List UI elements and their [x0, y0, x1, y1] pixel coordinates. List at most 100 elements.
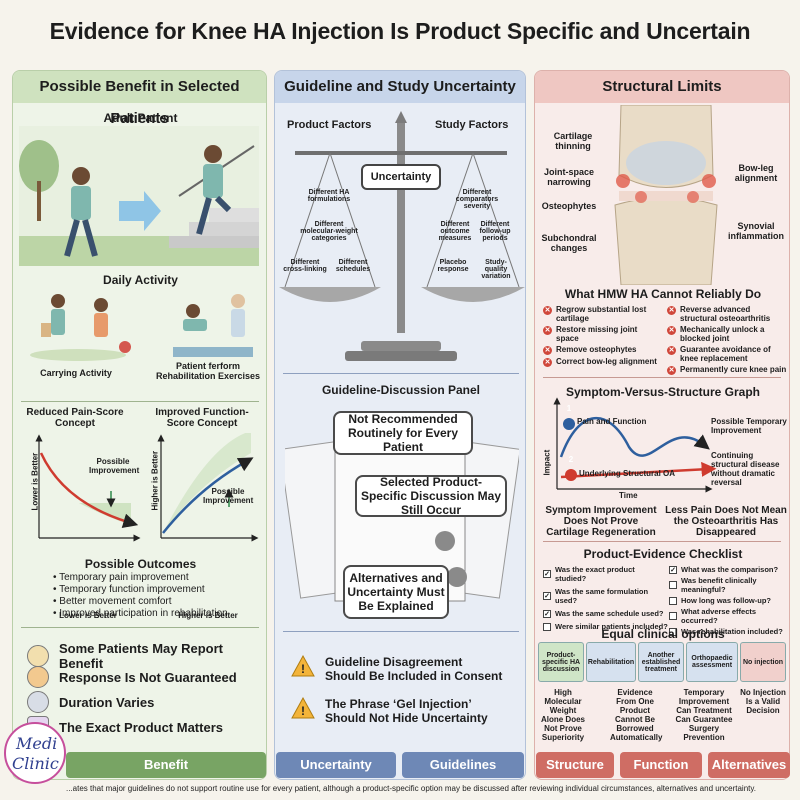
option-box: Product-specific HA discussion — [538, 642, 584, 682]
speech-bubble: Not Recommended Routinely for Every Pati… — [333, 411, 473, 455]
checkbox — [669, 596, 677, 605]
pan-item: Different schedules — [335, 259, 371, 273]
rehab-label: Patient ferform Rehabilitation Exercises — [155, 361, 261, 381]
patient-walking-illustration — [19, 126, 259, 266]
product-factors-label: Product Factors — [287, 119, 372, 131]
cannot-item: Permanently cure knee pain — [680, 365, 787, 374]
neutral-face-icon — [27, 645, 49, 667]
footer-tab-benefit: Benefit — [66, 752, 266, 778]
benefit-item: Response Is Not Guaranteed — [27, 666, 237, 688]
graph-marker-2: 2 — [568, 455, 574, 464]
section-divider — [283, 373, 519, 374]
pan-item: Placebo response — [437, 259, 469, 273]
options-title: Equal clinical options — [601, 627, 725, 641]
clock-icon — [27, 691, 49, 713]
warning-label: Guideline Disagreement Should Be Include… — [325, 655, 503, 683]
checkbox: ✓ — [543, 592, 551, 600]
graph-annotation-1: Possible Temporary Improvement — [711, 417, 787, 435]
left-pan — [279, 287, 381, 302]
pan-item: Different molecular-weight categories — [300, 221, 358, 242]
benefit-item: Some Patients May Report Benefit — [27, 641, 266, 671]
label-cartilage: Cartilage thinning — [553, 131, 593, 151]
uncertainty-box: Uncertainty — [361, 164, 441, 190]
graph-marker-1: 1 — [566, 404, 572, 413]
svg-text:!: ! — [301, 662, 305, 676]
benefit-panel-header: Possible Benefit in Selected Patients — [13, 71, 266, 127]
logo-line1: Medi — [16, 734, 58, 753]
pain-y-label: Lower is Better — [30, 452, 40, 511]
label-joint-space: Joint-space narrowing — [543, 167, 594, 187]
pan-item: Different follow-up periods — [479, 221, 511, 242]
pan-item: Different comparators severity — [455, 189, 499, 210]
outcome-item: • Improved participation in rehabilitati… — [53, 608, 228, 619]
graph-annotation-2: Continuing structural disease without dr… — [711, 451, 780, 487]
pain-chart-title: Reduced Pain-Score Concept — [26, 407, 124, 429]
cannot-item: Reverse advanced structural osteoarthrit… — [680, 305, 771, 323]
score-concept-charts — [35, 433, 259, 542]
main-title: Evidence for Knee HA Injection Is Produc… — [49, 18, 751, 44]
pain-function-line — [559, 417, 710, 458]
footer-tab-guidelines: Guidelines — [402, 752, 524, 778]
cannot-item: Restore missing joint space — [556, 325, 638, 343]
checkbox: ✓ — [669, 565, 677, 574]
speech-bubble: Selected Product-Specific Discussion May… — [355, 475, 507, 517]
checklist-item: How long was follow-up? — [681, 596, 771, 605]
outcomes-title: Possible Outcomes — [84, 557, 197, 571]
cannot-item: Regrow substantial lost cartilage — [556, 305, 647, 323]
label-osteophytes: Osteophytes — [541, 201, 597, 211]
cannot-list-right: ✕Reverse advanced structural osteoarthri… — [667, 305, 787, 375]
section-divider — [543, 377, 781, 378]
checkbox — [543, 622, 551, 631]
cannot-item: Mechanically unlock a blocked joint — [680, 325, 765, 343]
carrying-activity-label: Carrying Activity — [40, 368, 112, 378]
checklist-item: What was the comparison? — [681, 565, 779, 574]
daily-activity-illustration — [30, 294, 253, 361]
cannot-item: Remove osteophytes — [556, 345, 637, 354]
checklist-item: Was the same schedule used? — [555, 609, 664, 618]
checkbox — [669, 612, 677, 620]
series1-label: Pain and Function — [577, 417, 647, 426]
checkbox: ✓ — [543, 570, 551, 578]
label-synovial: Synovial inflammation — [727, 221, 784, 241]
label-subchondral: Subchondral changes — [541, 233, 597, 253]
seal-icon — [447, 567, 467, 587]
pain-curve — [39, 452, 139, 529]
checklist-item: Was benefit clinically meaningful? — [681, 576, 757, 594]
footer-tab-function: Function — [620, 752, 702, 778]
speech-bubble: Alternatives and Uncertainty Must Be Exp… — [343, 565, 449, 619]
label-bowleg: Bow-leg alignment — [734, 163, 778, 183]
checklist-left: ✓ Was the exact product studied? ✓ Was the… — [543, 565, 668, 635]
structural-oa-line — [560, 461, 717, 479]
benefit-item-label: Some Patients May Report Benefit — [59, 641, 223, 671]
checklist-item: Was the exact product studied? — [555, 565, 635, 583]
worried-face-icon — [27, 666, 49, 688]
uncertainty-panel: Guideline and Study Uncertainty Product … — [274, 70, 526, 780]
pain-annotation: Possible Improvement — [89, 457, 140, 475]
structural-panel-header: Structural Limits — [535, 71, 789, 103]
knee-joint-illustration — [614, 105, 718, 285]
section-divider — [21, 627, 259, 628]
outcomes-list: • Temporary pain improvement • Temporary… — [53, 572, 228, 620]
outcome-item: • Temporary function improvement — [53, 584, 205, 595]
svg-text:!: ! — [301, 704, 305, 718]
warning-item: ! The Phrase ‘Gel Injection’ Should Not … — [291, 697, 505, 725]
cannot-item: Guarantee avoidance of knee replacement — [680, 345, 771, 363]
option-note: High Molecular Weight Alone Does Not Pro… — [540, 688, 585, 742]
warning-icon: ! — [291, 655, 315, 677]
function-annotation: Possible Improvement — [203, 487, 254, 505]
pain-x-label: Lower is Better — [59, 611, 117, 620]
benefit-item-label: The Exact Product Matters — [59, 719, 223, 735]
checklist-item: Was the same formulation used? — [555, 587, 649, 605]
warning-label: The Phrase ‘Gel Injection’ Should Not Hi… — [325, 697, 488, 725]
function-curve — [162, 457, 254, 534]
balance-scale-illustration — [279, 111, 525, 361]
study-factors-label: Study Factors — [435, 119, 509, 131]
pan-item: Study-quality variation — [481, 259, 511, 280]
footer-tab-alternatives: Alternatives — [708, 752, 790, 778]
benefit-item-label: Duration Varies — [59, 694, 155, 710]
section-divider — [543, 541, 781, 542]
function-y-label: Higher is Better — [150, 450, 160, 511]
section-divider — [21, 401, 259, 402]
adult-patient-label: Adult Patient — [103, 111, 178, 125]
pan-item: Different cross-linking — [283, 259, 327, 273]
